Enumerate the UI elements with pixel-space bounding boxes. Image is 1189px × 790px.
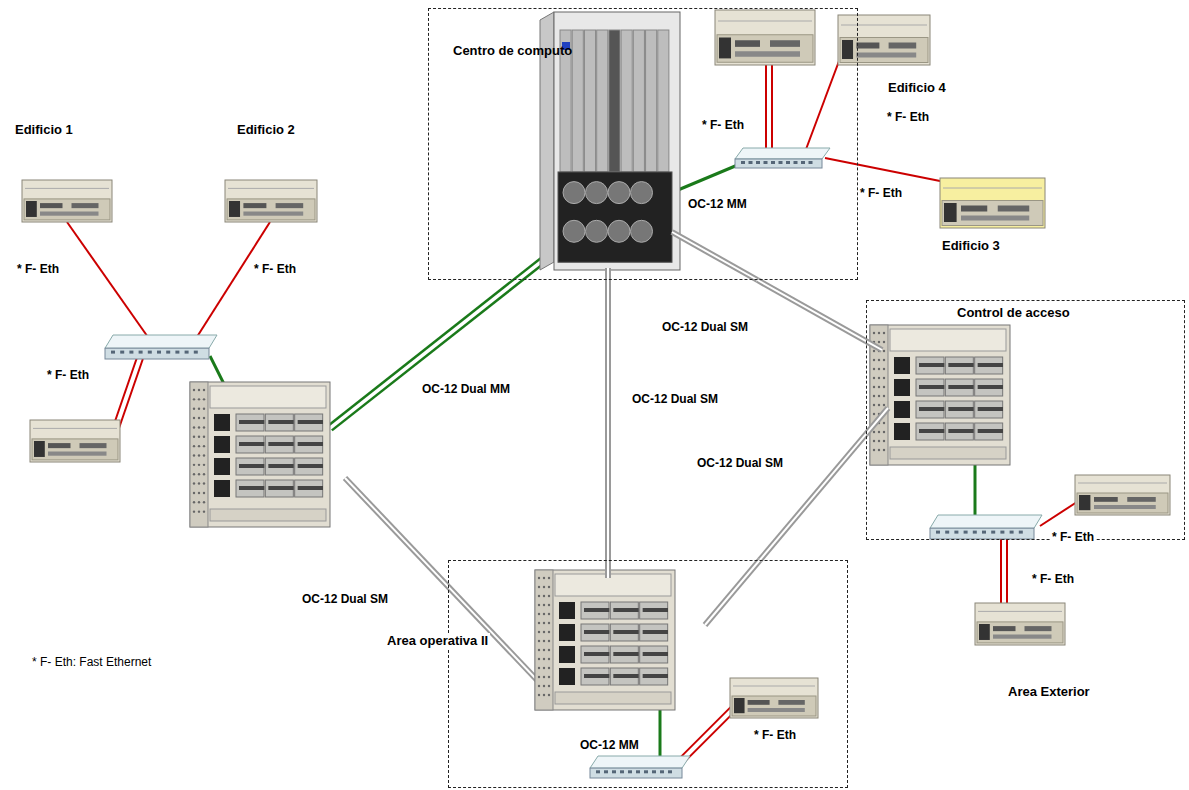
device-name: Area Exterior (1008, 684, 1090, 700)
cable (771, 65, 773, 152)
cable (659, 710, 662, 758)
device-name: Edificio 1 (15, 122, 73, 138)
fiber-inner (866, 341, 882, 350)
server-unit (30, 420, 120, 462)
fiber-outer (672, 232, 757, 280)
fiber-outer (605, 280, 611, 560)
switch-unit (105, 335, 217, 359)
core-switch-chassis (190, 382, 330, 527)
fiber-inner (672, 232, 757, 280)
server-unit (940, 178, 1045, 228)
fiber-outer (760, 434, 866, 560)
fiber-link (760, 434, 866, 560)
building-label: Edificio 2 (237, 122, 295, 138)
device-name: Edificio 2 (237, 122, 295, 138)
cable (328, 248, 554, 426)
zone-title: Control de acceso (957, 305, 1070, 321)
fiber-inner (866, 408, 888, 434)
link-label: OC-12 Dual SM (630, 392, 720, 407)
server-unit (975, 603, 1065, 645)
link-label: * F- Eth (858, 186, 904, 201)
fiber-inner (345, 478, 537, 680)
link-label: OC-12 MM (686, 197, 749, 212)
cable (1040, 500, 1080, 526)
link-label: OC-12 MM (578, 738, 641, 753)
cable (67, 222, 150, 340)
cable (195, 222, 270, 340)
zone-title: Area operativa II (385, 633, 490, 649)
link-label: OC-12 Dual SM (300, 592, 390, 607)
link-label: OC-12 Dual MM (420, 382, 512, 397)
fiber-link (608, 280, 609, 560)
switch-unit (930, 515, 1042, 539)
fiber-link (757, 280, 866, 341)
server-unit (715, 10, 815, 65)
link-label: * F- Eth (1050, 530, 1096, 545)
server-unit (1075, 475, 1170, 515)
cable (678, 164, 740, 190)
building-label: Edificio 1 (15, 122, 73, 138)
fiber-outer (866, 341, 882, 350)
switch-unit (590, 756, 690, 778)
fiber-outer (705, 560, 760, 625)
footnote: * F- Eth: Fast Ethernet (30, 655, 153, 670)
fiber-inner (607, 268, 609, 280)
fiber-outer (757, 280, 866, 341)
cable (974, 465, 977, 517)
cable (678, 700, 738, 760)
exterior-area-label: Area Exterior (1008, 684, 1090, 700)
server-unit (225, 180, 317, 222)
cable (1006, 537, 1008, 605)
fiber-outer (605, 560, 611, 578)
switch-unit (735, 148, 830, 168)
server-unit (838, 15, 930, 65)
fiber-outer (866, 408, 888, 434)
access-control-zone: Control de acceso (866, 300, 1185, 540)
zone-title: Centro de computo (453, 43, 572, 59)
device-name: Edificio 3 (942, 238, 1000, 254)
link-label: * F- Eth (45, 368, 91, 383)
link-label: OC-12 Dual SM (695, 456, 785, 471)
cable (765, 65, 767, 152)
fiber-outer (605, 268, 611, 280)
fiber-inner (607, 280, 609, 560)
operations-zone: Area operativa II (448, 560, 848, 788)
link-label: * F- Eth (885, 110, 931, 125)
link-label: * F- Eth (752, 728, 798, 743)
datacenter-zone: Centro de computo (428, 8, 858, 280)
link-label: * F- Eth (700, 118, 746, 133)
server-unit (22, 180, 112, 222)
fiber-inner (757, 280, 866, 341)
cable (825, 158, 945, 182)
building-label: Edificio 4 (888, 80, 946, 96)
server-unit (730, 678, 818, 718)
fiber-inner (607, 560, 609, 578)
core-switch-chassis (870, 325, 1010, 465)
fiber-inner (705, 560, 760, 625)
core-switch-chassis (535, 570, 675, 710)
building-label: Edificio 3 (942, 238, 1000, 254)
link-label: * F- Eth (1030, 572, 1076, 587)
fiber-inner (760, 434, 866, 560)
device-name: Edificio 4 (888, 80, 946, 96)
link-label: OC-12 Dual SM (660, 320, 750, 335)
link-label: * F- Eth (15, 262, 61, 277)
link-label: * F- Eth (252, 262, 298, 277)
fiber-outer (345, 478, 537, 680)
cable (1000, 537, 1002, 605)
